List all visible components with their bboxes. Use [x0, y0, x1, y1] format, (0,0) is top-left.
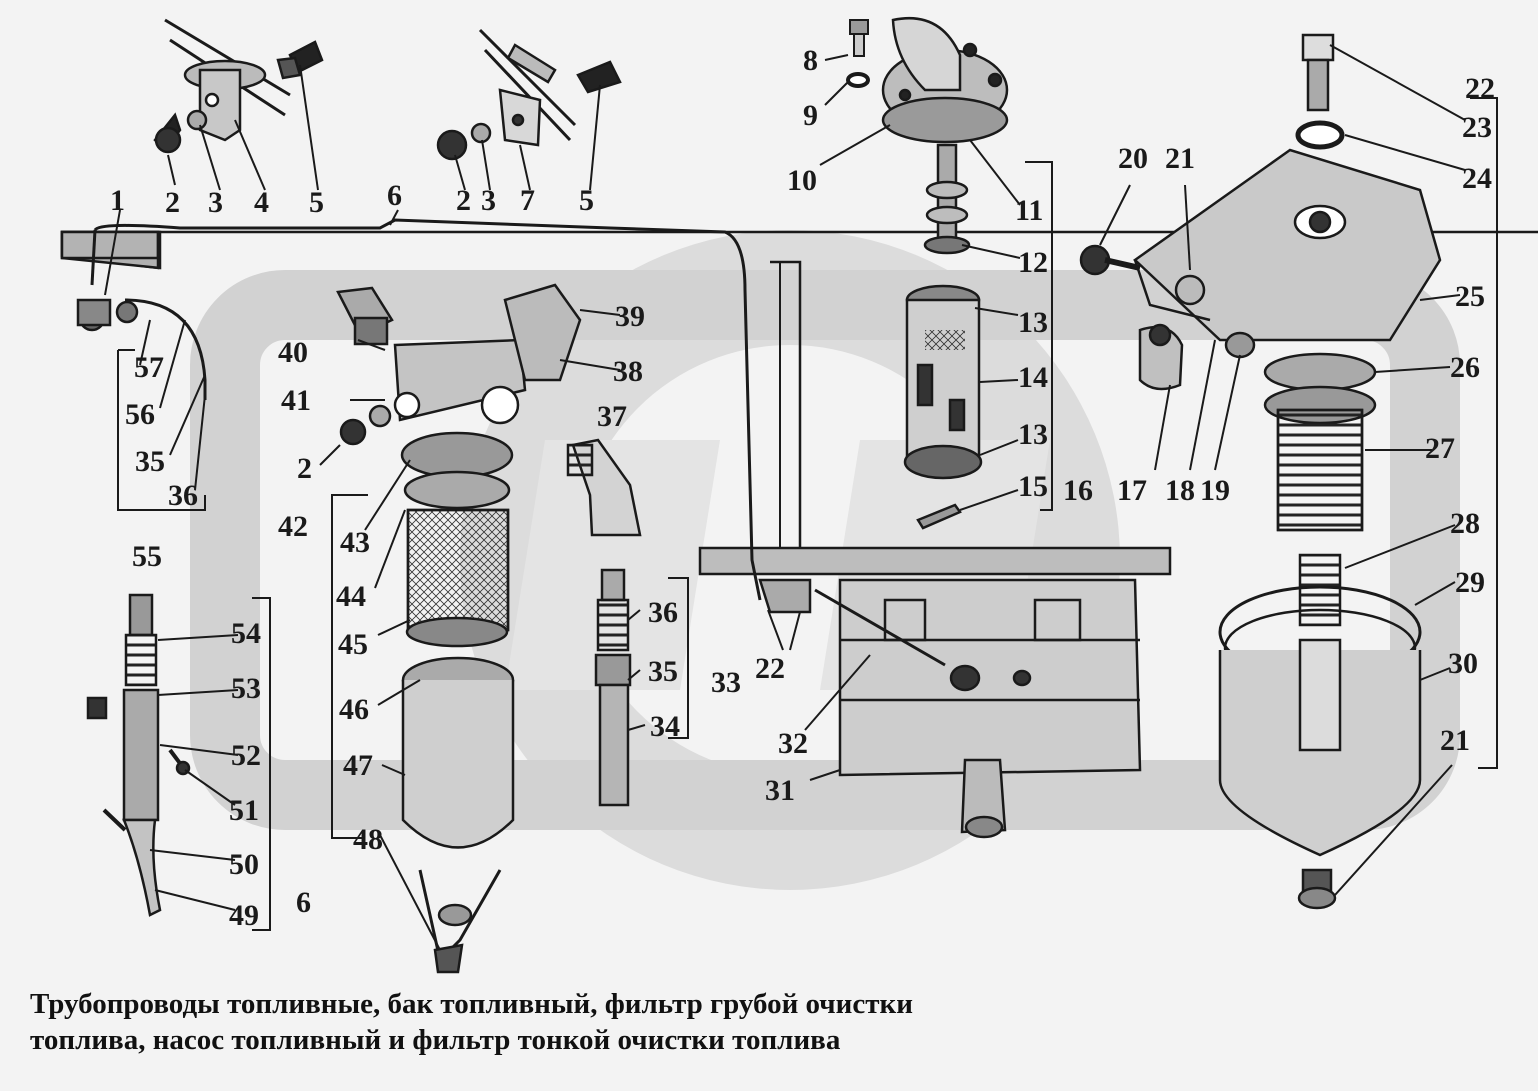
- frame-rail-left: [60, 230, 160, 260]
- part-label: 50: [229, 848, 259, 881]
- part-label: 2: [165, 186, 180, 219]
- part-label: 19: [1200, 474, 1230, 507]
- part-label: 46: [339, 693, 369, 726]
- clamp-assembly-left: [153, 18, 324, 154]
- part-label: 3: [208, 186, 223, 219]
- part-label: 49: [229, 899, 259, 932]
- part-label: 57: [134, 351, 164, 384]
- fuel-tank: [814, 578, 1142, 839]
- fine-filter: [1079, 33, 1442, 910]
- part-label: 16: [1063, 474, 1093, 507]
- part-label: 43: [340, 526, 370, 559]
- part-label: 18: [1165, 474, 1195, 507]
- group-brackets: [117, 97, 1498, 931]
- bracket-22: [758, 578, 812, 614]
- part-label: 56: [125, 398, 155, 431]
- part-label: 40: [278, 336, 308, 369]
- diagram-caption: Трубопроводы топливные, бак топливный, ф…: [30, 986, 1490, 1058]
- part-label: 4: [254, 186, 269, 219]
- part-label: 37: [597, 400, 627, 433]
- part-label: 35: [135, 445, 165, 478]
- part-label: 2: [456, 184, 471, 217]
- part-label: 36: [648, 596, 678, 629]
- part-label: 20: [1118, 142, 1148, 175]
- part-label: 1: [110, 184, 125, 217]
- part-label: 8: [803, 44, 818, 77]
- part-label: 3: [481, 184, 496, 217]
- part-label: 29: [1455, 566, 1485, 599]
- part-label: 34: [650, 710, 680, 743]
- part-label: 6: [387, 179, 402, 212]
- coarse-filter-cover: [881, 16, 1009, 144]
- caption-line-2: топлива, насос топливный и фильтр тонкой…: [30, 1024, 841, 1056]
- hose-assembly: [86, 593, 191, 917]
- part-label: 28: [1450, 507, 1480, 540]
- part-label: 41: [281, 384, 311, 417]
- part-label: 24: [1462, 162, 1492, 195]
- part-label: 45: [338, 628, 368, 661]
- part-label: 35: [648, 655, 678, 688]
- part-label: 15: [1018, 470, 1048, 503]
- part-label: 33: [711, 666, 741, 699]
- part-label: 2: [297, 452, 312, 485]
- part-label: 54: [231, 617, 261, 650]
- part-label: 26: [1450, 351, 1480, 384]
- part-label: 47: [343, 749, 373, 782]
- elbow-37: [566, 438, 642, 537]
- part-label: 21: [1440, 724, 1470, 757]
- part-label: 6: [296, 886, 311, 919]
- part-numbers: 1 2 3 4 5 6 2 3 7 5 8 9 10 11 12 13 14 1…: [110, 44, 1495, 932]
- part-label: 39: [615, 300, 645, 333]
- part-label: 44: [336, 580, 366, 613]
- part-label: 30: [1448, 647, 1478, 680]
- filter-element-stack: [903, 143, 983, 530]
- cross-member: [698, 546, 1172, 576]
- part-label: 12: [1018, 246, 1048, 279]
- part-label: 31: [765, 774, 795, 807]
- part-label: 11: [1015, 194, 1043, 227]
- part-label: 7: [520, 184, 535, 217]
- part-label: 5: [579, 184, 594, 217]
- part-label: 23: [1462, 111, 1492, 144]
- part-label: 21: [1165, 142, 1195, 175]
- coarse-filter: [336, 283, 582, 974]
- part-label: 32: [778, 727, 808, 760]
- part-label: 42: [278, 510, 308, 543]
- fitting-33: [594, 568, 632, 807]
- part-label: 17: [1117, 474, 1147, 507]
- part-label: 25: [1455, 280, 1485, 313]
- part-label: 5: [309, 186, 324, 219]
- fuel-line: [93, 218, 762, 601]
- leader-lines: [104, 44, 1466, 951]
- part-label: 36: [168, 479, 198, 512]
- part-label: 51: [229, 794, 259, 827]
- part-label: 48: [353, 823, 383, 856]
- part-label: 27: [1425, 432, 1455, 465]
- part-label: 53: [231, 672, 261, 705]
- part-label: 38: [613, 355, 643, 388]
- part-label: 13: [1018, 418, 1048, 451]
- part-label: 52: [231, 739, 261, 772]
- part-label: 9: [803, 99, 818, 132]
- small-hose-55: [76, 298, 207, 400]
- caption-line-1: Трубопроводы топливные, бак топливный, ф…: [30, 988, 913, 1020]
- clamp-assembly-mid: [436, 28, 622, 161]
- part-label: 22: [755, 652, 785, 685]
- part-label: 14: [1018, 361, 1048, 394]
- part-label: 10: [787, 164, 817, 197]
- part-label: 55: [132, 540, 162, 573]
- bolt-8: [846, 19, 870, 88]
- part-label: 13: [1018, 306, 1048, 339]
- part-label: 22: [1465, 72, 1495, 105]
